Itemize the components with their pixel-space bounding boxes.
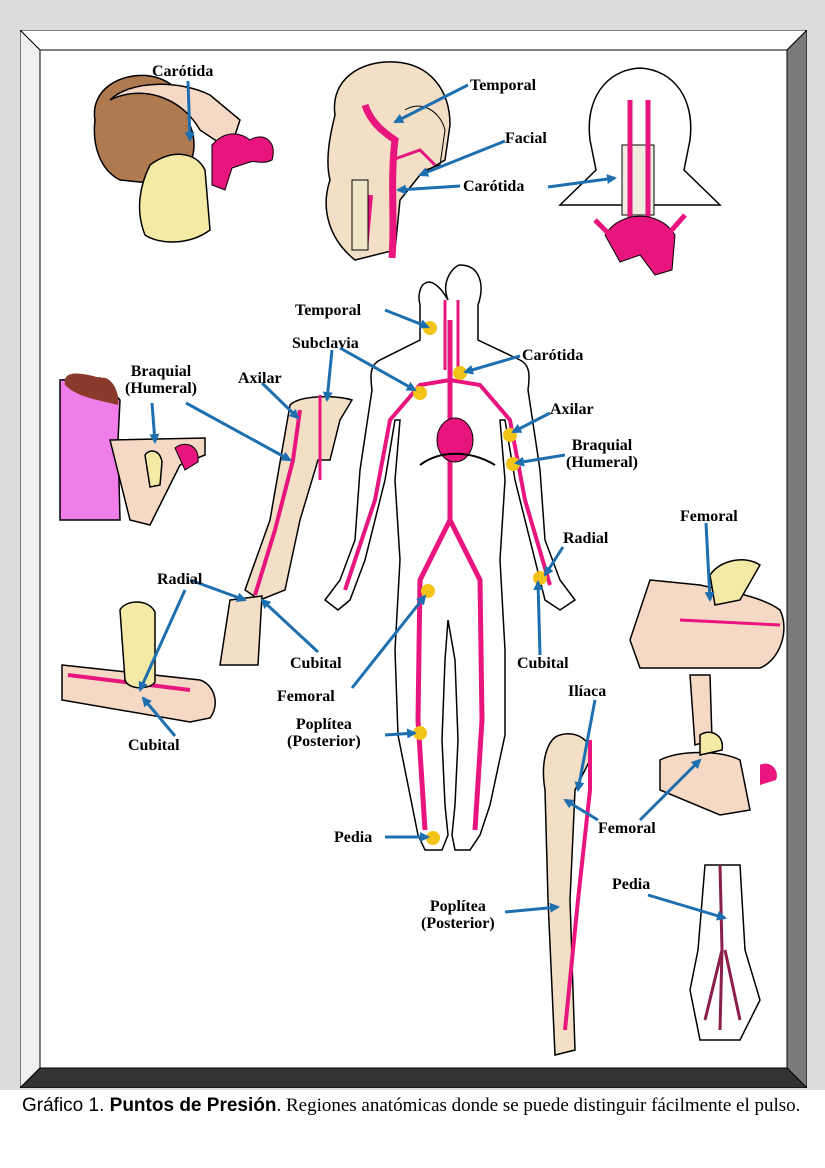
label-radial-left: Radial [157, 571, 202, 588]
femoral-compression-illustration [660, 675, 777, 815]
label-radial-right: Radial [563, 530, 608, 547]
label-femoral-right: Femoral [598, 820, 656, 837]
label-facial: Facial [505, 130, 547, 147]
neck-arteries-illustration [560, 68, 720, 275]
caption-prefix: Gráfico 1. [22, 1095, 110, 1116]
foot-arteries-illustration [690, 865, 760, 1040]
anatomy-illustration [0, 0, 825, 1090]
label-poplitea-body: Poplítea (Posterior) [287, 716, 361, 750]
label-carotida-body: Carótida [522, 347, 583, 364]
label-iliaca: Ilíaca [568, 683, 606, 700]
label-pedia-body: Pedia [334, 829, 372, 846]
label-femoral-body: Femoral [277, 688, 335, 705]
figure-caption: Gráfico 1. Puntos de Presión. Regiones a… [22, 1094, 812, 1117]
caption-text: . Regiones anatómicas donde se puede dis… [276, 1095, 800, 1116]
radial-palpation-illustration [62, 602, 215, 722]
label-carotida-head: Carótida [463, 178, 524, 195]
label-braquial-right: Braquial (Humeral) [566, 437, 638, 471]
label-temporal-body: Temporal [295, 302, 361, 319]
label-axilar-right: Axilar [550, 401, 594, 418]
label-pedia-right: Pedia [612, 876, 650, 893]
label-cubital-mid: Cubital [290, 655, 342, 672]
label-poplitea-leg: Poplítea (Posterior) [421, 898, 495, 932]
label-cubital-left: Cubital [128, 737, 180, 754]
femoral-palpation-illustration [630, 560, 784, 668]
label-carotida-neck: Carótida [152, 63, 213, 80]
caption-title: Puntos de Presión [110, 1095, 277, 1116]
carotid-palpation-illustration [94, 75, 273, 242]
label-cubital-right: Cubital [517, 655, 569, 672]
label-braquial-left: Braquial (Humeral) [125, 363, 197, 397]
label-axilar-left: Axilar [238, 370, 282, 387]
arm-arteries-illustration [220, 395, 352, 665]
label-temporal-head: Temporal [470, 77, 536, 94]
head-arteries-illustration [326, 62, 450, 260]
leg-skeleton-illustration [543, 734, 590, 1055]
label-femoral-top: Femoral [680, 508, 738, 525]
label-subclavia: Subclavia [292, 335, 359, 352]
